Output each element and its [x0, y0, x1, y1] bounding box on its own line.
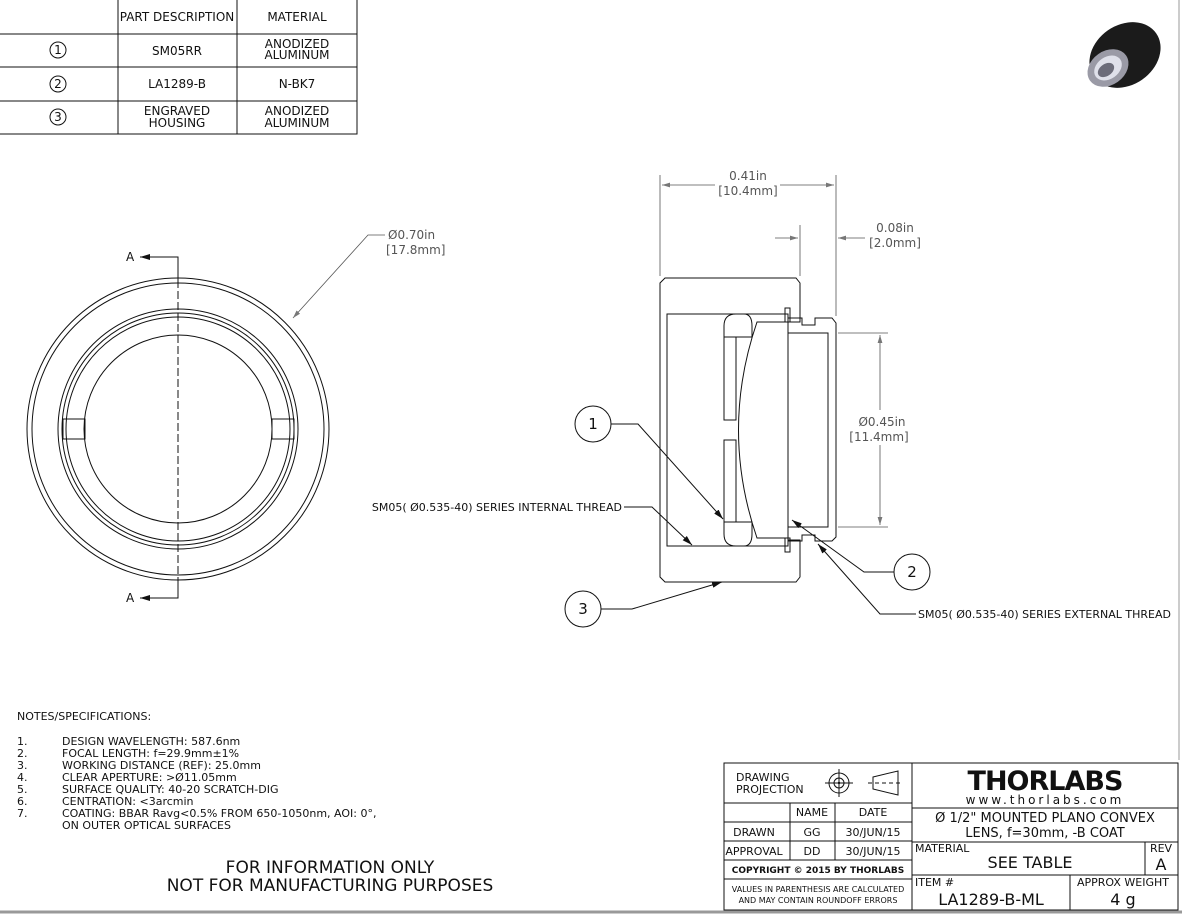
row-number: 2: [54, 77, 62, 91]
length-dimension-mm: [10.4mm]: [718, 184, 777, 198]
svg-text:2: 2: [907, 563, 917, 581]
note-text: CLEAR APERTURE: >Ø11.05mm: [62, 771, 237, 784]
disclaimer-line-1: FOR INFORMATION ONLY: [226, 858, 435, 878]
header-part-description: PART DESCRIPTION: [120, 10, 235, 24]
drawn-label: DRAWN: [733, 826, 775, 839]
note-text: WORKING DISTANCE (REF): 25.0mm: [62, 759, 261, 772]
values-note: VALUES IN PARENTHESIS ARE CALCULATED: [732, 885, 905, 894]
svg-text:3: 3: [578, 600, 588, 618]
part-description: SM05RR: [152, 44, 202, 58]
note-text: DESIGN WAVELENGTH: 587.6nm: [62, 735, 240, 748]
drawn-date: 30/JUN/15: [846, 826, 901, 839]
title-block: DRAWING PROJECTION NAME DATE DRAWN GG 30…: [723, 762, 1179, 911]
internal-thread-label: SM05( Ø0.535-40) SERIES INTERNAL THREAD: [372, 501, 693, 546]
note-number: 5.: [17, 783, 28, 796]
external-thread-label: SM05( Ø0.535-40) SERIES EXTERNAL THREAD: [817, 543, 1171, 621]
projection-label: DRAWING: [736, 771, 789, 784]
date-header: DATE: [859, 806, 888, 819]
drawing-title: Ø 1/2" MOUNTED PLANO CONVEX: [935, 811, 1155, 826]
parts-table: PART DESCRIPTION MATERIAL 1 SM05RR ANODI…: [0, 0, 358, 135]
copyright: COPYRIGHT © 2015 BY THORLABS: [732, 866, 904, 876]
row-number: 1: [54, 43, 62, 57]
material: ANODIZED: [265, 104, 329, 118]
svg-text:1: 1: [588, 415, 598, 433]
part-description: LA1289-B: [148, 77, 206, 91]
material: N-BK7: [279, 77, 316, 91]
note-text: FOCAL LENGTH: f=29.9mm±1%: [62, 747, 239, 760]
thorlabs-logo: THORLABS: [968, 766, 1123, 797]
third-angle-projection-icon: [825, 769, 902, 797]
drawn-name: GG: [803, 826, 820, 839]
table-row: 3 ENGRAVED HOUSING ANODIZED ALUMINUM: [49, 104, 330, 130]
rev-label: REV: [1150, 842, 1173, 855]
disclaimer-line-2: NOT FOR MANUFACTURING PURPOSES: [167, 876, 494, 896]
section-view: 0.41in [10.4mm] 0.08in [2.0mm] Ø0.45in […: [372, 169, 1171, 628]
part-description: HOUSING: [149, 116, 206, 130]
note-number: 2.: [17, 747, 28, 760]
rev-value: A: [1156, 855, 1167, 874]
thread-length-in: 0.08in: [876, 221, 914, 235]
product-render-image: [1087, 22, 1161, 88]
website: www.thorlabs.com: [966, 793, 1125, 807]
projection-label: PROJECTION: [736, 783, 804, 796]
notes-title: NOTES/SPECIFICATIONS:: [17, 710, 151, 723]
bore-diameter-in: Ø0.45in: [858, 415, 905, 429]
front-view: A A Ø0.70in [17.8mm]: [26, 228, 445, 605]
table-row: 1 SM05RR ANODIZED ALUMINUM: [49, 37, 330, 62]
svg-text:SM05( Ø0.535-40) SERIES EXTERN: SM05( Ø0.535-40) SERIES EXTERNAL THREAD: [918, 608, 1171, 621]
outer-diameter-mm: [17.8mm]: [386, 243, 445, 257]
weight-value: 4 g: [1110, 890, 1135, 909]
material-value: SEE TABLE: [988, 853, 1073, 872]
notes-specifications: NOTES/SPECIFICATIONS: 1. DESIGN WAVELENGT…: [17, 710, 376, 832]
part-description: ENGRAVED: [144, 104, 210, 118]
note-number: 3.: [17, 759, 28, 772]
note-number: 1.: [17, 735, 28, 748]
thread-length-mm: [2.0mm]: [869, 236, 921, 250]
material-label: MATERIAL: [915, 842, 970, 855]
note-text: ON OUTER OPTICAL SURFACES: [62, 819, 231, 832]
bore-diameter-mm: [11.4mm]: [849, 430, 908, 444]
callout-1: 1: [574, 405, 724, 520]
row-number: 3: [54, 110, 62, 124]
item-label: ITEM #: [915, 876, 954, 889]
item-value: LA1289-B-ML: [938, 890, 1044, 909]
svg-text:SM05( Ø0.535-40) SERIES INTERN: SM05( Ø0.535-40) SERIES INTERNAL THREAD: [372, 501, 622, 514]
section-label-bottom: A: [126, 591, 135, 605]
note-text: CENTRATION: <3arcmin: [62, 795, 194, 808]
weight-label: APPROX WEIGHT: [1077, 876, 1169, 889]
length-dimension-in: 0.41in: [729, 169, 767, 183]
values-note: AND MAY CONTAIN ROUNDOFF ERRORS: [739, 896, 898, 905]
callout-2: 2: [791, 519, 931, 591]
material: ALUMINUM: [264, 48, 329, 62]
callout-3: 3: [564, 581, 723, 628]
section-label-top: A: [126, 250, 135, 264]
outer-diameter-in: Ø0.70in: [388, 228, 435, 242]
approval-label: APPROVAL: [725, 845, 783, 858]
approval-name: DD: [804, 845, 821, 858]
note-number: 7.: [17, 807, 28, 820]
header-material: MATERIAL: [267, 10, 327, 24]
note-number: 6.: [17, 795, 28, 808]
name-header: NAME: [796, 806, 828, 819]
approval-date: 30/JUN/15: [846, 845, 901, 858]
material: ALUMINUM: [264, 116, 329, 130]
note-text: SURFACE QUALITY: 40-20 SCRATCH-DIG: [62, 783, 278, 796]
note-number: 4.: [17, 771, 28, 784]
drawing-title: LENS, f=30mm, -B COAT: [965, 826, 1125, 841]
note-text: COATING: BBAR Ravg<0.5% FROM 650-1050nm,…: [62, 807, 376, 820]
table-row: 2 LA1289-B N-BK7: [49, 75, 316, 93]
material: ANODIZED: [265, 37, 329, 51]
